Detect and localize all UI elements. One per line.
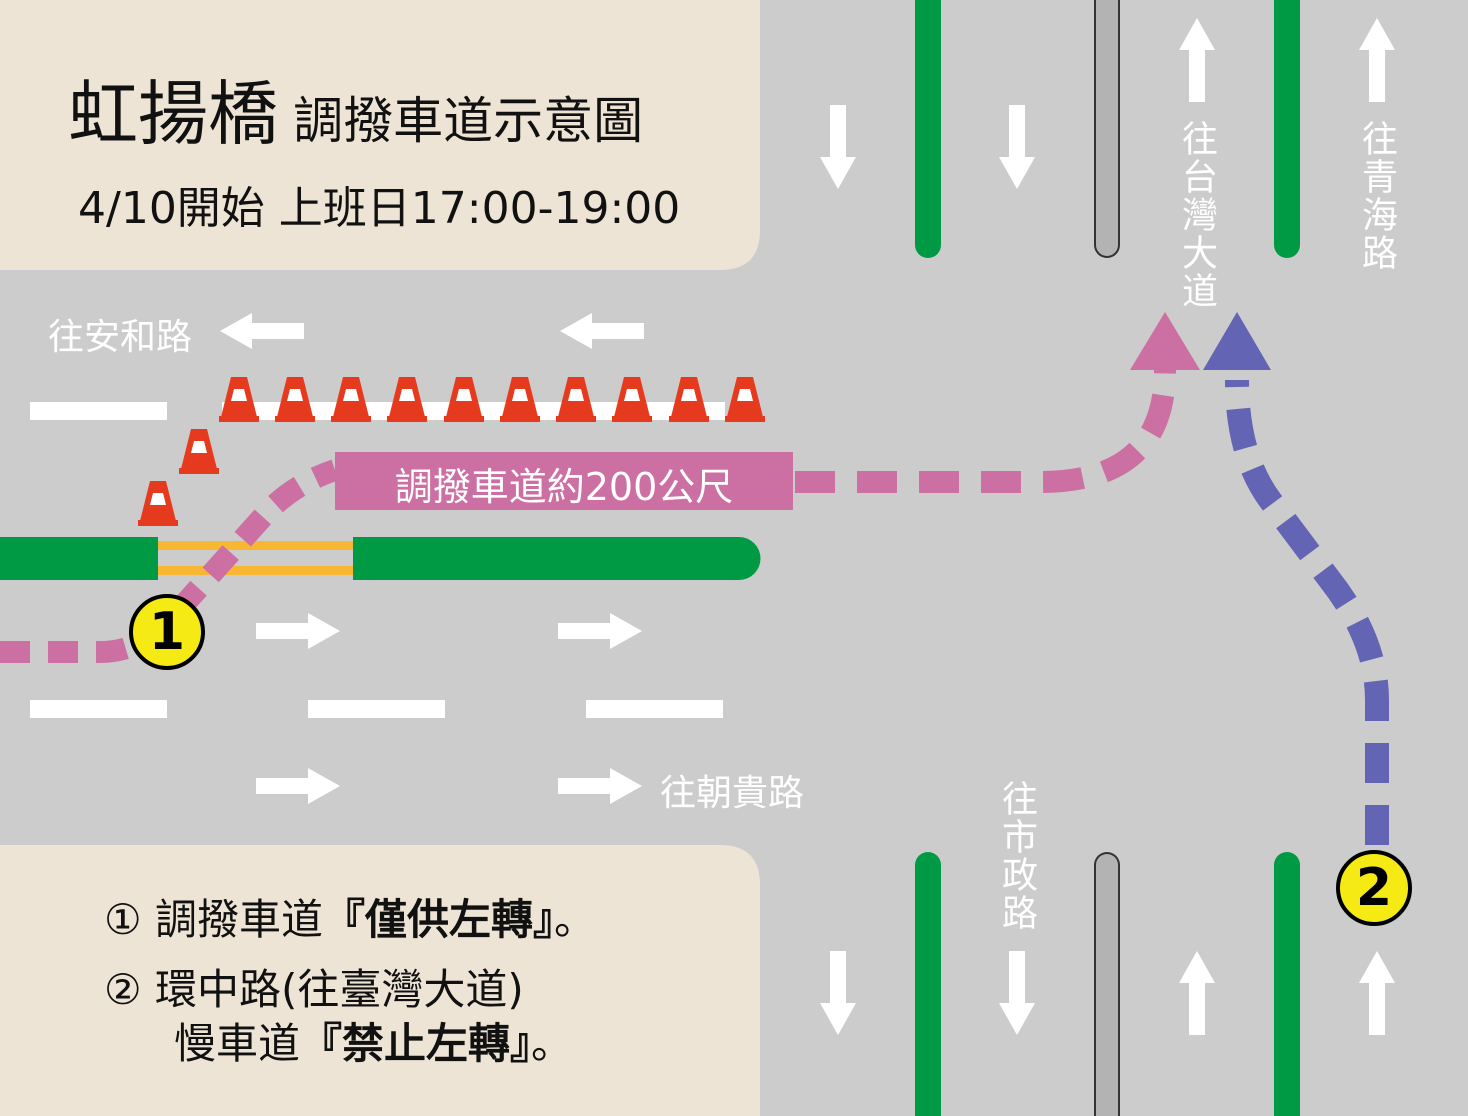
arrow-left-icon xyxy=(220,313,304,349)
note-2-end: 。 xyxy=(531,1019,574,1068)
median-west xyxy=(0,537,158,580)
traffic-cone-icon xyxy=(556,377,596,422)
traffic-cone-icon xyxy=(725,377,765,422)
road-label-east: 往朝貴路 xyxy=(660,773,805,814)
slow-lane-path xyxy=(1225,379,1389,845)
road-label-north-b: 往青海路 xyxy=(1356,120,1397,272)
page-title: 虹揚橋 調撥車道示意圖 xyxy=(68,58,643,159)
arrow-down-icon xyxy=(820,951,856,1035)
arrow-left-icon xyxy=(560,313,644,349)
traffic-cone-icon xyxy=(138,481,178,526)
marker-1-label: 1 xyxy=(148,602,186,662)
reversible-lane-label: 調撥車道約200公尺 xyxy=(394,465,734,509)
arrow-right-icon xyxy=(256,613,340,649)
slow-lane-arrowhead-icon xyxy=(1203,312,1271,370)
reversible-lane-path-east xyxy=(795,369,1176,493)
note-2: ② 環中路(往臺灣大道) xyxy=(104,956,524,1017)
arrow-up-icon xyxy=(1179,951,1215,1035)
note-2-line1: 環中路(往臺灣大道) xyxy=(155,965,524,1014)
marker-2 xyxy=(1336,850,1412,926)
note-2-line2: 慢車道『禁止左轉』。 xyxy=(174,1010,573,1071)
reversible-arrowhead-icon xyxy=(1130,312,1200,370)
notes-panel xyxy=(0,845,760,1116)
road-label-west: 往安和路 xyxy=(48,317,193,358)
traffic-cone-icon xyxy=(219,377,259,422)
road-label-south: 往市政路 xyxy=(996,780,1037,932)
schedule-text: 4/10開始 上班日17:00-19:00 xyxy=(78,183,681,234)
arrow-down-icon xyxy=(820,105,856,189)
traffic-cone-icon xyxy=(669,377,709,422)
traffic-cone-icon xyxy=(612,377,652,422)
note-2-emphasis: 『禁止左轉』 xyxy=(300,1019,532,1068)
median-east xyxy=(353,537,761,580)
arrow-down-icon xyxy=(999,105,1035,189)
note-1-end: 。 xyxy=(554,895,597,944)
note-1-emphasis: 『僅供左轉』 xyxy=(323,895,555,944)
title-sub: 調撥車道示意圖 xyxy=(293,92,644,150)
arrow-up-icon xyxy=(1359,951,1395,1035)
traffic-cone-icon xyxy=(331,377,371,422)
marker-2-label: 2 xyxy=(1355,858,1393,918)
note-1: ① 調撥車道『僅供左轉』。 xyxy=(104,886,596,947)
arrow-right-icon xyxy=(558,613,642,649)
traffic-cone-icon xyxy=(179,429,219,474)
note-2-number: ② xyxy=(104,965,142,1014)
note-1-number: ① xyxy=(104,895,142,944)
traffic-cone-icon xyxy=(387,377,427,422)
note-2-text: 慢車道 xyxy=(174,1019,301,1068)
arrow-right-icon xyxy=(558,768,642,804)
note-1-text: 調撥車道 xyxy=(155,895,324,944)
traffic-cone-icon xyxy=(275,377,315,422)
road-label-north-a: 往台灣大道 xyxy=(1176,120,1217,310)
title-panel xyxy=(0,0,760,270)
traffic-cone-icon xyxy=(500,377,540,422)
reversible-lane-banner xyxy=(335,452,793,510)
arrow-right-icon xyxy=(256,768,340,804)
reversible-lane-path xyxy=(0,459,339,663)
marker-1 xyxy=(129,594,205,670)
traffic-cone-icon xyxy=(444,377,484,422)
arrow-down-icon xyxy=(999,951,1035,1035)
yellow-line-bottom xyxy=(158,566,353,575)
arrow-up-icon xyxy=(1179,18,1215,102)
title-main: 虹揚橋 xyxy=(68,73,278,155)
yellow-line-top xyxy=(158,541,353,550)
arrow-up-icon xyxy=(1359,18,1395,102)
